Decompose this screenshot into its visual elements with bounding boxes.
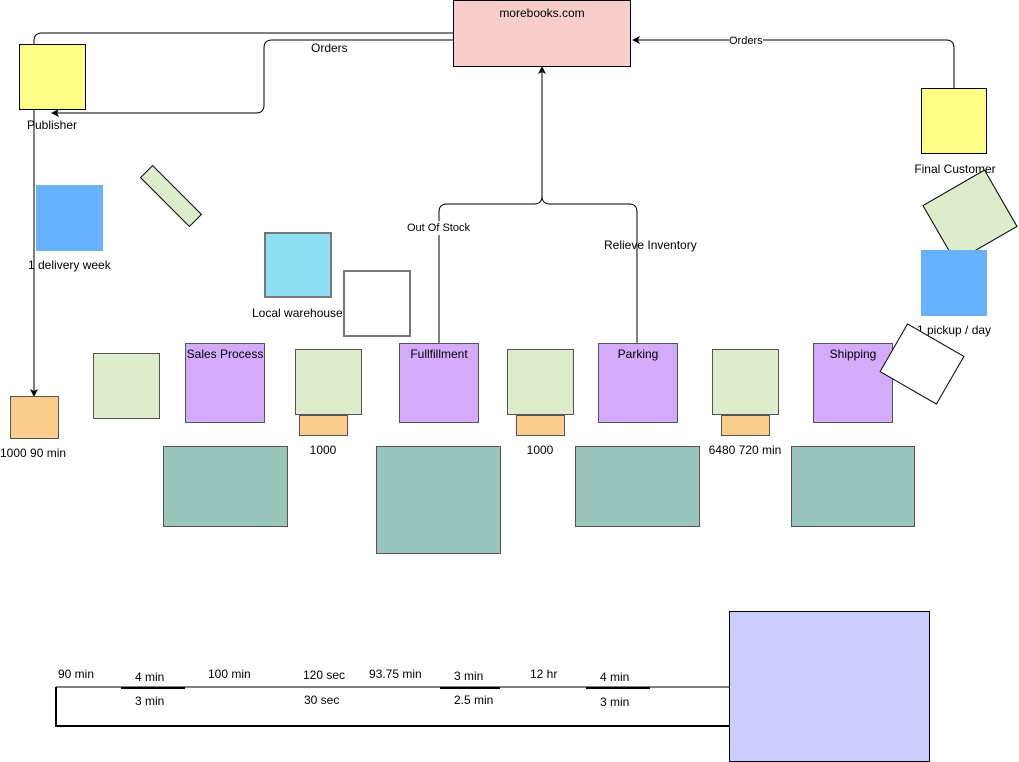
note-box-3 [507,349,574,415]
timeline-top-2: 4 min [135,670,165,684]
sales-process-box: Sales Process [185,343,265,423]
timeline-top-8: 4 min [600,670,630,684]
out-of-stock-label: Out Of Stock [407,221,470,235]
pickup-icon [921,250,987,316]
final-customer-box [921,88,987,154]
inventory-box-2 [516,415,565,436]
timeline-top-5: 93.75 min [369,667,422,681]
inventory-box-1 [299,415,348,436]
delivery-icon [36,185,103,251]
timeline-bottom-2: 30 sec [304,693,340,707]
parking-label: Parking [617,347,659,361]
orders-left-label: Orders [311,41,348,55]
out-of-stock-edge [438,66,546,343]
orders-right-edge [632,36,955,88]
morebooks-label: morebooks.com [499,6,585,20]
timeline-line [55,687,729,727]
morebooks-box: morebooks.com [453,0,631,67]
publisher-box [19,44,86,110]
empty-box [343,270,411,337]
local-warehouse-box [264,232,332,298]
orders-left-edge [51,39,453,117]
data-box-3 [575,446,700,527]
relieve-inventory-label: Relieve Inventory [604,238,697,252]
note-box-1 [93,353,160,419]
orders-right-label: Orders [729,34,763,48]
summary-box [729,611,930,762]
data-box-2 [376,446,501,554]
inventory-box-3 [721,415,770,436]
parking-box: Parking [598,343,678,423]
inventory-3-label: 6480 720 min [708,443,782,457]
publisher-to-inventory-edge [30,32,453,397]
timeline-top-6: 3 min [454,669,484,683]
publisher-label: Publisher [26,118,78,132]
timeline-bottom-4: 3 min [600,695,630,709]
note-box-2 [295,349,362,415]
shipping-label: Shipping [829,347,877,361]
shipping-box: Shipping [813,343,893,423]
note-box-4 [712,349,779,415]
pickup-day-label: 1 pickup / day [917,323,992,337]
timeline-bottom-1: 3 min [135,694,165,708]
inventory-1-label: 1000 [309,443,337,457]
data-box-1 [163,446,288,527]
timeline-top-4: 120 sec [303,668,346,682]
inventory-2-label: 1000 [526,443,554,457]
relieve-inventory-edge [541,195,638,343]
inventory-start-box [10,396,59,439]
data-box-4 [791,446,915,527]
fulfillment-box: Fullfillment [399,343,479,423]
timeline-top-3: 100 min [208,667,251,681]
delivery-week-label: 1 delivery week [28,258,111,272]
sales-process-label: Sales Process [186,347,264,361]
timeline-top-1: 90 min [58,667,95,681]
fulfillment-label: Fullfillment [410,347,468,361]
inventory-start-label: 1000 90 min [0,446,67,460]
final-customer-label: Final Customer [914,162,996,176]
local-warehouse-label: Local warehouse [252,306,343,320]
timeline-bottom-3: 2.5 min [454,693,494,707]
timeline-top-7: 12 hr [530,667,558,681]
